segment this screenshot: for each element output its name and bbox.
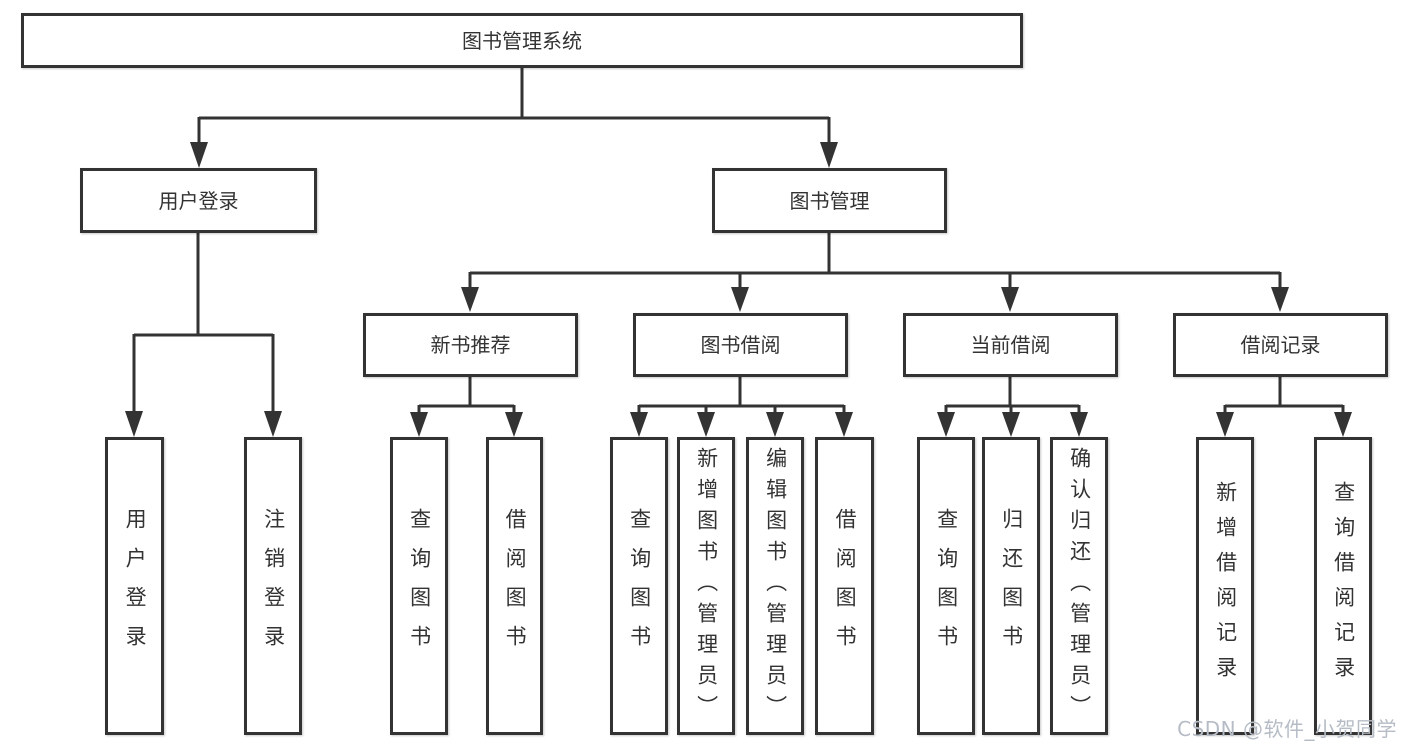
node-library-management-system: 图书管理系统	[21, 13, 1023, 68]
node-label: 借阅图书	[833, 508, 858, 664]
node-label: 新书推荐	[430, 333, 511, 357]
node-label: 借阅记录	[1240, 333, 1321, 357]
leaf-add-borrow-record: 新增借阅记录	[1196, 437, 1254, 735]
leaf-edit-books-admin: 编辑图书（管理员）	[746, 437, 804, 735]
leaf-query-books-current: 查询图书	[917, 437, 975, 735]
node-label: 查询图书	[407, 508, 432, 664]
leaf-return-books: 归还图书	[982, 437, 1040, 735]
node-label: 用户登录	[158, 188, 239, 213]
csdn-watermark: CSDN @软件_小贺同学	[1177, 717, 1397, 741]
node-label: 查询图书	[934, 508, 959, 664]
leaf-query-borrow-record: 查询借阅记录	[1314, 437, 1372, 735]
node-label: 查询借阅记录	[1331, 481, 1356, 691]
leaf-add-books-admin: 新增图书（管理员）	[677, 437, 735, 735]
node-new-book-recommendation: 新书推荐	[363, 313, 578, 377]
leaf-query-books-recommend: 查询图书	[390, 437, 448, 735]
node-user-login: 用户登录	[80, 168, 317, 233]
leaf-confirm-return-admin: 确认归还（管理员）	[1050, 437, 1108, 735]
node-label: 借阅图书	[503, 508, 528, 664]
leaf-borrow-books: 借阅图书	[815, 437, 874, 735]
node-label: 归还图书	[999, 508, 1024, 664]
node-label: 新增图书（管理员）	[694, 446, 719, 726]
node-label: 查询图书	[627, 508, 652, 664]
node-label: 新增借阅记录	[1213, 481, 1238, 691]
leaf-logout: 注销登录	[244, 437, 302, 735]
node-label: 确认归还（管理员）	[1067, 446, 1092, 726]
leaf-borrow-books-recommend: 借阅图书	[486, 437, 543, 735]
node-label: 用户登录	[123, 508, 148, 664]
node-label: 图书借阅	[700, 333, 781, 357]
node-label: 图书管理	[789, 188, 870, 213]
node-label: 图书管理系统	[462, 28, 582, 53]
leaf-query-books-borrowing: 查询图书	[610, 437, 668, 735]
node-book-borrowing: 图书借阅	[633, 313, 848, 377]
node-label: 注销登录	[261, 508, 286, 664]
node-book-management: 图书管理	[712, 168, 947, 233]
leaf-user-login: 用户登录	[105, 437, 164, 735]
node-label: 编辑图书（管理员）	[763, 446, 788, 726]
node-current-borrowing: 当前借阅	[903, 313, 1118, 377]
node-label: 当前借阅	[970, 333, 1051, 357]
node-borrowing-records: 借阅记录	[1173, 313, 1388, 377]
